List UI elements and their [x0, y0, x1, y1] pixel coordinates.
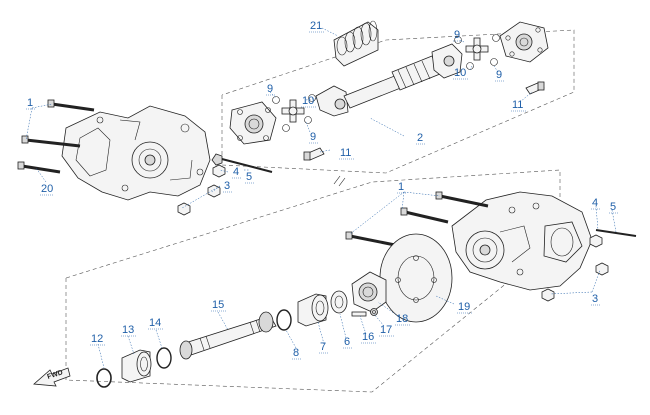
bearing-13 [121, 349, 152, 383]
o-ring-14 [156, 347, 172, 369]
callout-2: 2 [417, 132, 423, 144]
propshaft-frame [221, 29, 575, 174]
rubber-boot [333, 20, 379, 67]
callout-15: 15 [212, 299, 224, 311]
callout-14: 14 [149, 317, 161, 329]
u-joint-cross-left [281, 99, 305, 123]
callout-1-left: 1 [27, 97, 33, 109]
callout-13: 13 [122, 324, 134, 336]
mounting-stud-right [595, 229, 637, 237]
mounting-stud-left [211, 153, 273, 173]
sleeve-7 [297, 293, 329, 327]
yoke-right [431, 43, 463, 79]
bearing-ring-6 [330, 290, 348, 314]
gearcase-bolts-left [17, 99, 95, 174]
break-mark [333, 175, 346, 187]
rear-gearcase-housing [451, 191, 593, 291]
drive-shaft-15 [179, 311, 277, 360]
lower-assembly-frame [65, 169, 561, 393]
callout-3-right: 3 [592, 293, 598, 305]
direction-arrow-label: FWD [46, 369, 63, 381]
hub-flange [351, 271, 387, 313]
callout-17: 17 [380, 324, 392, 336]
callout-6: 6 [344, 336, 350, 348]
callout-5-right: 5 [610, 201, 616, 213]
callout-11-right: 11 [512, 99, 523, 111]
callout-10-right: 10 [454, 67, 466, 79]
yoke-flange-left [229, 101, 277, 145]
callout-9-c: 9 [454, 29, 460, 41]
callout-10-left: 10 [302, 95, 314, 107]
small-washer [370, 308, 378, 316]
callout-19: 19 [458, 301, 470, 313]
ring-12 [96, 368, 112, 388]
front-gearcase-housing [61, 105, 211, 201]
callout-20: 20 [41, 183, 53, 195]
o-ring-8 [276, 309, 292, 331]
callout-12: 12 [91, 333, 103, 345]
brake-disc [379, 233, 453, 323]
callout-4-left: 4 [233, 166, 239, 178]
callout-21: 21 [310, 20, 322, 32]
callout-9-a: 9 [267, 83, 273, 95]
callout-16: 16 [362, 331, 374, 343]
callout-3-left: 3 [224, 180, 230, 192]
nuts-left [177, 164, 226, 216]
callout-7: 7 [320, 341, 326, 353]
nuts-right [541, 234, 609, 302]
snap-rings-right [454, 34, 500, 70]
pin-16 [351, 311, 367, 317]
flange-bolts [303, 81, 545, 161]
callout-9-d: 9 [496, 69, 502, 81]
snap-rings-left [272, 94, 316, 132]
callout-leaders [25, 27, 617, 369]
callouts: 1 20 3 4 5 21 9 10 9 11 2 9 10 9 11 1 4 … [26, 20, 618, 360]
callout-1-right: 1 [398, 181, 404, 193]
callout-5-left: 5 [246, 171, 252, 183]
yoke-center [315, 85, 349, 117]
callout-18: 18 [396, 313, 408, 325]
yoke-flange-right [499, 21, 549, 63]
u-joint-cross-right [465, 37, 489, 61]
callout-9-b: 9 [310, 131, 316, 143]
direction-arrow: FWD [33, 367, 71, 387]
callout-11-left: 11 [340, 147, 351, 159]
callout-8: 8 [293, 347, 299, 359]
callout-4-right: 4 [592, 197, 598, 209]
